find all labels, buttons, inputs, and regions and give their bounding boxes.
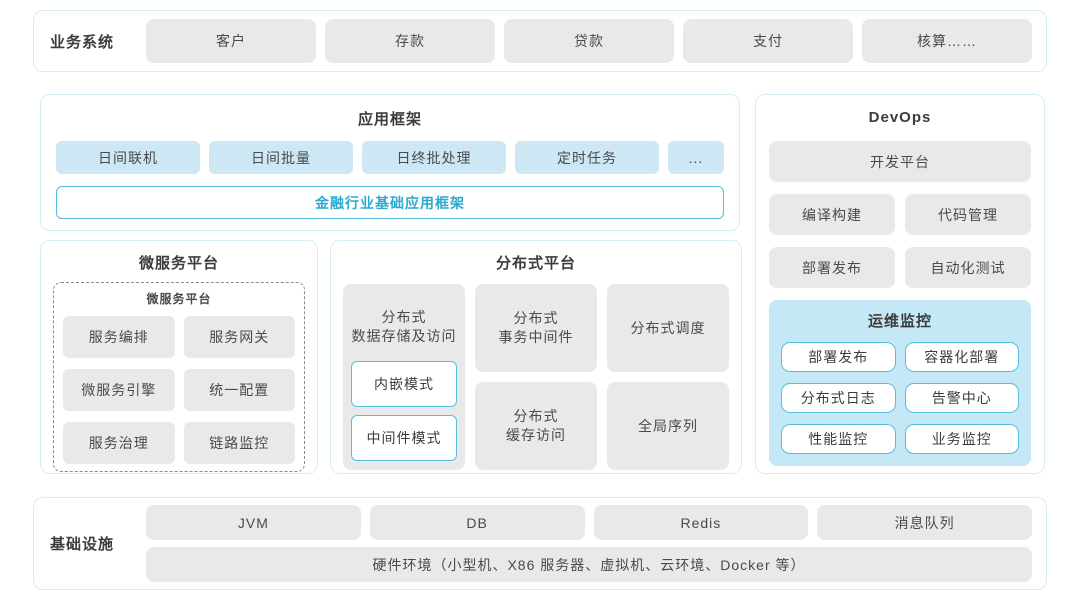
business-systems-row: 客户 存款 贷款 支付 核算…… — [146, 19, 1032, 63]
business-item-customer: 客户 — [146, 19, 316, 63]
storage-mode-middleware: 中间件模式 — [351, 415, 457, 461]
dist-item-global-sequence: 全局序列 — [607, 382, 729, 470]
microservice-grid: 服务编排 服务网关 微服务引擎 统一配置 服务治理 链路监控 — [63, 316, 295, 464]
business-item-accounting: 核算…… — [862, 19, 1032, 63]
app-framework-title: 应用框架 — [357, 111, 422, 128]
monitor-item-distributed-log: 分布式日志 — [781, 383, 896, 413]
infrastructure-row: JVM DB Redis 消息队列 — [146, 505, 1032, 540]
microservice-panel: 微服务平台 微服务平台 服务编排 服务网关 微服务引擎 统一配置 服务治理 链路… — [40, 240, 318, 474]
dist-item-transaction-middleware: 分布式 事务中间件 — [475, 284, 597, 372]
distributed-grid: 分布式 数据存储及访问 内嵌模式 中间件模式 分布式 事务中间件 分布式调度 分… — [343, 284, 729, 470]
storage-mode-embedded: 内嵌模式 — [351, 361, 457, 407]
infra-item-mq: 消息队列 — [817, 505, 1032, 540]
devops-title: DevOps — [868, 109, 932, 126]
infra-item-redis: Redis — [593, 505, 809, 540]
business-systems-band: 业务系统 客户 存款 贷款 支付 核算…… — [33, 10, 1047, 72]
microservice-title: 微服务平台 — [138, 255, 219, 272]
devops-item-code-mgmt: 代码管理 — [905, 194, 1031, 235]
devops-grid: 编译构建 代码管理 部署发布 自动化测试 — [769, 194, 1031, 288]
monitor-item-deploy: 部署发布 — [781, 342, 896, 372]
business-item-deposit: 存款 — [325, 19, 495, 63]
financial-base-framework-box: 金融行业基础应用框架 — [56, 186, 724, 219]
dist-item-scheduler: 分布式调度 — [607, 284, 729, 372]
ops-monitor-panel: 运维监控 部署发布 容器化部署 分布式日志 告警中心 性能监控 业务监控 — [769, 300, 1031, 466]
distributed-title: 分布式平台 — [495, 255, 576, 272]
app-item-daytime-batch: 日间批量 — [209, 141, 353, 174]
business-item-payment: 支付 — [683, 19, 853, 63]
app-item-daytime-online: 日间联机 — [56, 141, 200, 174]
distributed-panel: 分布式平台 分布式 数据存储及访问 内嵌模式 中间件模式 分布式 事务中间件 分… — [330, 240, 742, 474]
app-framework-row: 日间联机 日间批量 日终批处理 定时任务 ... — [56, 141, 724, 174]
microservice-inner-box: 微服务平台 服务编排 服务网关 微服务引擎 统一配置 服务治理 链路监控 — [53, 282, 305, 472]
devops-item-deploy: 部署发布 — [769, 247, 895, 288]
monitor-item-performance: 性能监控 — [781, 424, 896, 454]
microservice-inner-title: 微服务平台 — [146, 292, 212, 306]
devops-item-build: 编译构建 — [769, 194, 895, 235]
infra-hardware-box: 硬件环境（小型机、X86 服务器、虚拟机、云环境、Docker 等） — [146, 547, 1032, 582]
business-systems-label: 业务系统 — [50, 33, 115, 51]
business-item-loan: 贷款 — [504, 19, 674, 63]
devops-panel: DevOps 开发平台 编译构建 代码管理 部署发布 自动化测试 运维监控 部署… — [755, 94, 1045, 474]
devops-dev-platform: 开发平台 — [769, 141, 1031, 182]
app-framework-panel: 应用框架 日间联机 日间批量 日终批处理 定时任务 ... 金融行业基础应用框架 — [40, 94, 740, 231]
distributed-storage-box: 分布式 数据存储及访问 内嵌模式 中间件模式 — [343, 284, 465, 470]
infrastructure-band: 基础设施 JVM DB Redis 消息队列 硬件环境（小型机、X86 服务器、… — [33, 497, 1047, 590]
micro-item-unified-config: 统一配置 — [183, 369, 295, 411]
ops-monitor-grid: 部署发布 容器化部署 分布式日志 告警中心 性能监控 业务监控 — [781, 342, 1019, 454]
app-item-more: ... — [668, 141, 724, 174]
micro-item-governance: 服务治理 — [63, 422, 175, 464]
app-item-scheduled-task: 定时任务 — [515, 141, 659, 174]
micro-item-engine: 微服务引擎 — [63, 369, 175, 411]
micro-item-trace-monitor: 链路监控 — [183, 422, 295, 464]
monitor-item-container-deploy: 容器化部署 — [904, 342, 1019, 372]
dist-item-cache-access: 分布式 缓存访问 — [475, 382, 597, 470]
micro-item-gateway: 服务网关 — [183, 316, 295, 358]
devops-item-auto-test: 自动化测试 — [905, 247, 1031, 288]
app-item-eod-batch: 日终批处理 — [362, 141, 506, 174]
infrastructure-label: 基础设施 — [50, 536, 115, 553]
infra-item-db: DB — [369, 505, 585, 540]
monitor-item-alert-center: 告警中心 — [904, 383, 1019, 413]
micro-item-orchestration: 服务编排 — [63, 316, 175, 358]
infrastructure-content: JVM DB Redis 消息队列 硬件环境（小型机、X86 服务器、虚拟机、云… — [146, 505, 1032, 582]
infra-item-jvm: JVM — [146, 505, 361, 540]
monitor-item-business: 业务监控 — [904, 424, 1019, 454]
ops-monitor-title: 运维监控 — [867, 313, 932, 330]
distributed-storage-label: 分布式 数据存储及访问 — [351, 308, 457, 344]
